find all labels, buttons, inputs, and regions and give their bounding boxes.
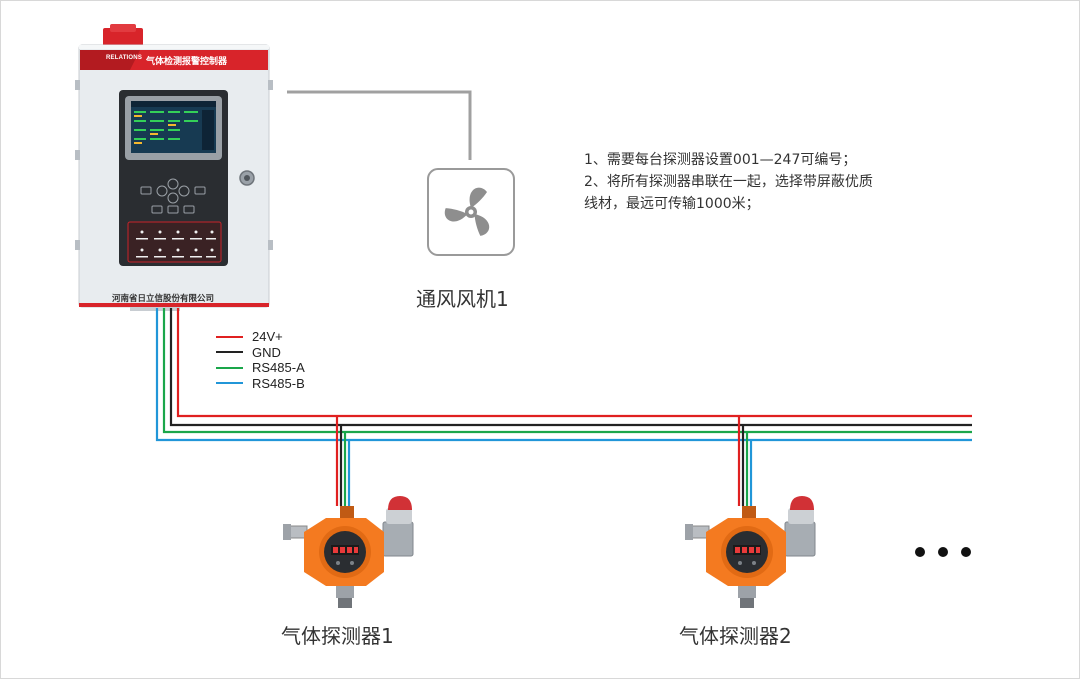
controller-top-button [103,28,143,46]
controller-keypad [140,178,206,214]
legend-item-gnd: GND [216,345,305,361]
controller-screen [131,101,216,153]
detector-2-label: 气体探测器2 [679,624,792,648]
controller-company: 河南省日立信股份有限公司 [112,294,215,304]
legend-label: GND [252,344,281,360]
legend-swatch [216,351,243,354]
detector-1-label: 气体探测器1 [281,624,394,648]
gas-detector-1 [283,496,414,608]
controller-cabinet [75,24,273,311]
note-line-3: 线材，最远可传输1000米； [584,196,760,212]
wire-legend: 24V+ GND RS485-A RS485-B [216,329,305,391]
legend-swatch [216,335,243,338]
fan-icon [427,168,515,256]
wire-rs485-a [162,308,972,434]
legend-item-rs485-b: RS485-B [216,376,305,392]
more-detectors-ellipsis [915,547,971,557]
legend-swatch [216,382,243,385]
note-line-1: 1、需要每台探测器设置001—247可编号； [584,152,857,168]
bus-wires [155,308,972,506]
gas-detector-2 [685,496,816,608]
controller-title: 气体检测报警控制器 [146,57,228,67]
legend-label: RS485-B [252,375,305,391]
screen-readings [134,111,198,140]
note-line-2: 2、将所有探测器串联在一起，选择带屏蔽优质 [584,174,873,190]
wire-rs485-b [155,308,972,442]
fan-connection-wire [287,90,472,160]
wire-gnd [169,308,972,427]
legend-swatch [216,366,243,369]
installation-notes: 1、需要每台探测器设置001—247可编号； 2、将所有探测器串联在一起，选择带… [584,149,914,215]
legend-item-24v: 24V+ [216,329,305,345]
controller-brand: RELATIONS [106,55,143,61]
legend-item-rs485-a: RS485-A [216,360,305,376]
legend-label: 24V+ [252,329,283,344]
wire-24v [176,308,972,418]
legend-label: RS485-A [252,360,305,375]
controller-indicators [136,230,216,258]
fan-label: 通风风机1 [416,287,509,311]
